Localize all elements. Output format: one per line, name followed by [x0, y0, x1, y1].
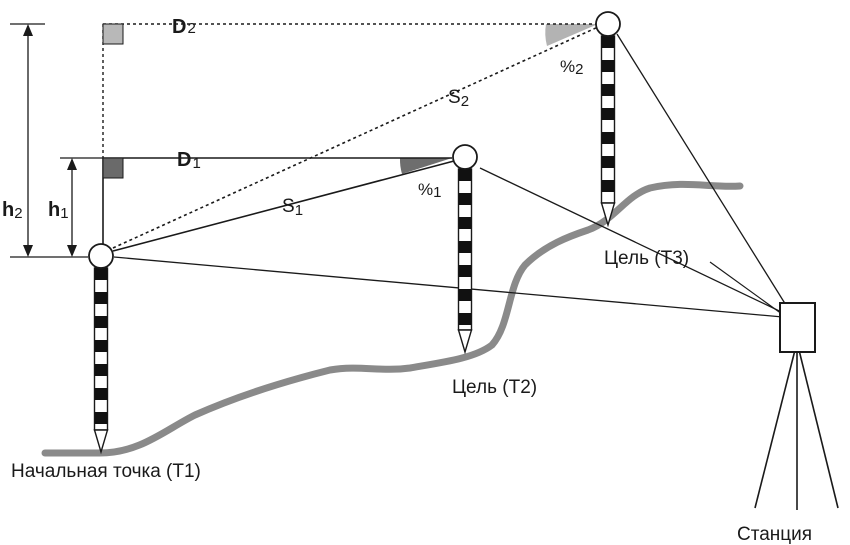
pole-stripe [601, 108, 615, 120]
pole-stripe [458, 217, 472, 229]
h2-dimension-arrow [23, 24, 33, 257]
h1-dimension-arrow [67, 158, 77, 257]
pole-stripe [94, 316, 108, 328]
label-s1: S1 [282, 196, 303, 219]
sight-line-t2 [479, 167, 795, 319]
label-s2: S2 [448, 87, 469, 110]
pole-tip [600, 202, 616, 228]
label-start-point: Начальная точка (T1) [11, 461, 201, 482]
pole-stripe [94, 412, 108, 424]
right-angle-square-2 [102, 23, 124, 45]
pole-stripe [458, 241, 472, 253]
pole-stripe [601, 84, 615, 96]
label-h1: h1 [48, 199, 69, 222]
pole-stripe [601, 60, 615, 72]
pole-stripe [458, 193, 472, 205]
angle-wedge-2 [545, 24, 598, 46]
right-angle-square-1 [102, 157, 124, 179]
label-d1: D1 [177, 149, 201, 172]
terrain-profile [41, 180, 744, 457]
pole-t1 [88, 243, 114, 455]
label-pct1: %1 [418, 180, 441, 201]
prism-target-icon [452, 144, 478, 170]
prism-target-icon [595, 11, 621, 37]
pole-stripe [94, 292, 108, 304]
label-d2: D2 [172, 16, 196, 38]
s1-line [112, 160, 455, 252]
pole-t2 [452, 144, 478, 355]
pole-stripe [458, 265, 472, 277]
pole-t3 [595, 11, 621, 228]
sight-line-t3 [616, 33, 795, 319]
label-h2: h2 [2, 199, 23, 222]
pole-stripe [94, 388, 108, 400]
pole-stripe [601, 132, 615, 144]
pole-stripe [601, 156, 615, 168]
pole-stripe [458, 289, 472, 301]
sight-line-t1 [113, 256, 795, 319]
station-instrument [754, 302, 839, 510]
angle-wedge-1 [399, 158, 452, 174]
label-target-t3: Цель (T3) [604, 248, 689, 269]
pole-stripe [458, 313, 472, 325]
pole-stripe [601, 180, 615, 192]
pole-tip [93, 429, 109, 455]
pole-stripe [94, 268, 108, 280]
label-pct2: %2 [560, 57, 583, 78]
pole-stripe [94, 364, 108, 376]
pole-stripe [94, 340, 108, 352]
label-station: Станция [737, 524, 812, 545]
prism-target-icon [88, 243, 114, 269]
pole-tip [457, 329, 473, 355]
label-target-t2: Цель (T2) [452, 377, 537, 398]
pole-stripe [458, 169, 472, 181]
pole-stripe [601, 36, 615, 48]
s2-line [112, 26, 599, 249]
